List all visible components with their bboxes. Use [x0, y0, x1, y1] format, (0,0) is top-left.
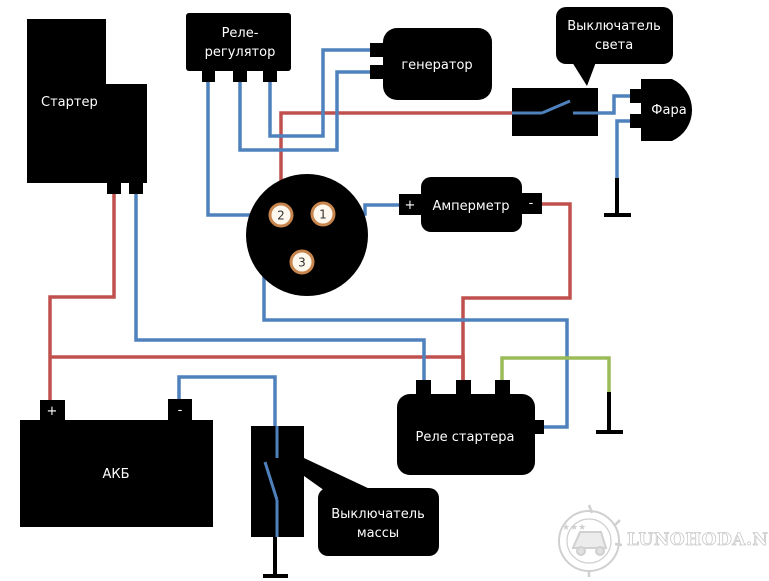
light-switch-label-line1: Выключатель: [567, 19, 660, 34]
wire-ignition-to-light-switch: [279, 111, 514, 205]
ground-switch-lever: [263, 461, 279, 501]
headlight-terminal: [630, 114, 643, 128]
starter-body: [27, 19, 147, 183]
battery-body: [20, 420, 213, 527]
headlight-label: Фара: [651, 103, 686, 118]
generator[interactable]: генератор: [370, 28, 492, 100]
wire-ammeter-to-starter-relay: [461, 202, 572, 382]
starter-relay-body: [397, 394, 535, 475]
battery[interactable]: + - АКБ: [20, 399, 213, 527]
starter-relay-side-terminal: [533, 420, 544, 434]
ignition-switch-body: [246, 174, 368, 296]
starter-relay-terminal: [456, 380, 471, 396]
ground-icon: [604, 178, 631, 217]
starter-terminal-signal: [129, 182, 143, 194]
light-switch-label-line2: света: [595, 38, 633, 53]
regulator-terminal: [263, 70, 277, 82]
svg-text:★★★: ★★★: [562, 523, 586, 533]
wire-battery-to-ground-switch: [177, 375, 277, 460]
ammeter-terminal-plus: [399, 194, 423, 215]
regulator-label-line1: Реле-: [222, 26, 259, 41]
ground-icon: [263, 535, 288, 578]
ground-switch-label-line1: Выключатель: [331, 507, 424, 522]
headlight[interactable]: Фара: [630, 79, 693, 141]
wire-headlight-to-ground: [615, 119, 630, 178]
starter-relay-label: Реле стартера: [415, 430, 514, 445]
regulator-label-line2: регулятор: [205, 45, 276, 60]
starter-relay[interactable]: Реле стартера: [397, 380, 544, 475]
ammeter-body: [421, 177, 522, 232]
battery-terminal-minus: [168, 399, 192, 421]
terminal-label: 3: [298, 256, 306, 270]
light-switch-lever: [541, 99, 571, 115]
terminal-label: 1: [319, 208, 327, 222]
callout-box: [318, 488, 439, 556]
watermark: ★★★ LUNOHODA.NET: [558, 504, 769, 577]
battery-minus-label: -: [178, 403, 183, 418]
watermark-text: LUNOHODA.NET: [627, 530, 769, 550]
ammeter-minus-label: -: [529, 196, 534, 211]
ammeter-terminal-minus: [520, 193, 542, 214]
generator-body: [383, 28, 492, 100]
ground-switch-callout: Выключатель массы: [304, 458, 439, 556]
ammeter-plus-label: +: [405, 198, 416, 213]
ammeter-label: Амперметр: [432, 199, 509, 214]
regulator-terminal: [202, 70, 215, 82]
generator-terminal: [370, 43, 385, 57]
ground-symbols: [263, 178, 631, 578]
ignition-terminal-1[interactable]: 1: [310, 201, 336, 227]
regulator-body: [186, 13, 291, 71]
callout-pointer: [572, 62, 596, 86]
headlight-terminal: [630, 89, 643, 103]
wire-starter-to-relay-left: [134, 193, 426, 382]
ground-switch-label-line2: массы: [357, 526, 399, 541]
regulator-terminal: [233, 70, 247, 82]
generator-terminal: [370, 65, 385, 79]
ignition-terminal-2[interactable]: 2: [268, 202, 294, 228]
starter[interactable]: Стартер: [27, 19, 147, 194]
wire-relay-to-ground: [500, 356, 611, 392]
battery-terminal-plus: [40, 400, 65, 421]
starter-terminal-positive: [107, 182, 121, 194]
starter-label: Стартер: [41, 95, 98, 110]
ammeter[interactable]: + Амперметр -: [399, 177, 542, 232]
ground-switch[interactable]: [251, 426, 304, 537]
headlight-body: [641, 79, 693, 141]
battery-label: АКБ: [102, 467, 129, 482]
starter-relay-terminal: [495, 380, 510, 396]
battery-plus-label: +: [47, 404, 58, 419]
wire-starter-to-battery: [48, 193, 116, 402]
ignition-terminal-3[interactable]: 3: [289, 249, 315, 275]
wire-regulator-to-generator-upper: [268, 48, 372, 138]
watermark-logo-icon: ★★★: [558, 504, 623, 577]
ground-icon: [596, 392, 623, 434]
callout-box: [556, 7, 673, 64]
light-switch[interactable]: [512, 88, 598, 136]
ignition-switch[interactable]: 2 1 3: [246, 174, 368, 296]
starter-relay-terminal: [416, 380, 431, 396]
light-switch-callout: Выключатель света: [556, 7, 673, 86]
wire-regulator-to-generator-lower: [238, 70, 372, 152]
generator-label: генератор: [401, 58, 472, 73]
terminal-label: 2: [277, 209, 285, 223]
voltage-regulator[interactable]: Реле- регулятор: [186, 13, 291, 82]
